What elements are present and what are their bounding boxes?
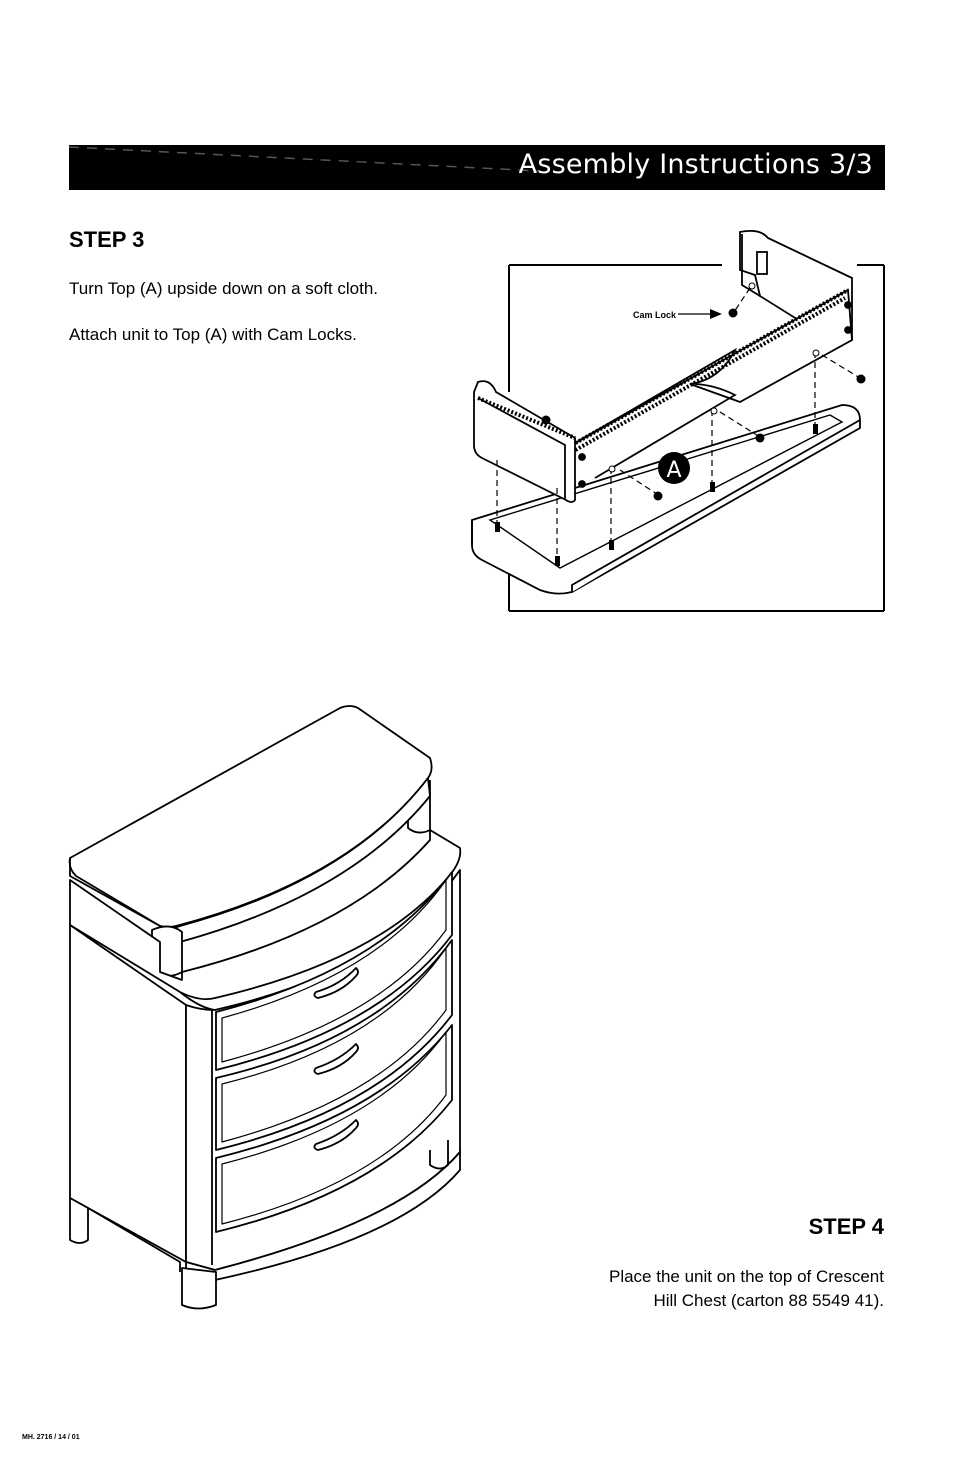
cam-lock-label: Cam Lock bbox=[633, 310, 677, 320]
document-code: MH. 2716 / 14 / 01 bbox=[22, 1434, 80, 1441]
step4-instruction-1: Place the unit on the top of Crescent bbox=[609, 1266, 884, 1288]
cam-lock-callout: Cam Lock bbox=[633, 309, 722, 320]
step3-diagram: Cam Lock A bbox=[0, 0, 954, 640]
top-unit-top bbox=[70, 706, 432, 927]
part-a-badge: A bbox=[658, 452, 690, 484]
part-a-letter: A bbox=[666, 458, 681, 483]
step4-title: STEP 4 bbox=[809, 1214, 884, 1240]
step4-instruction-2: Hill Chest (carton 88 5549 41). bbox=[653, 1290, 884, 1312]
